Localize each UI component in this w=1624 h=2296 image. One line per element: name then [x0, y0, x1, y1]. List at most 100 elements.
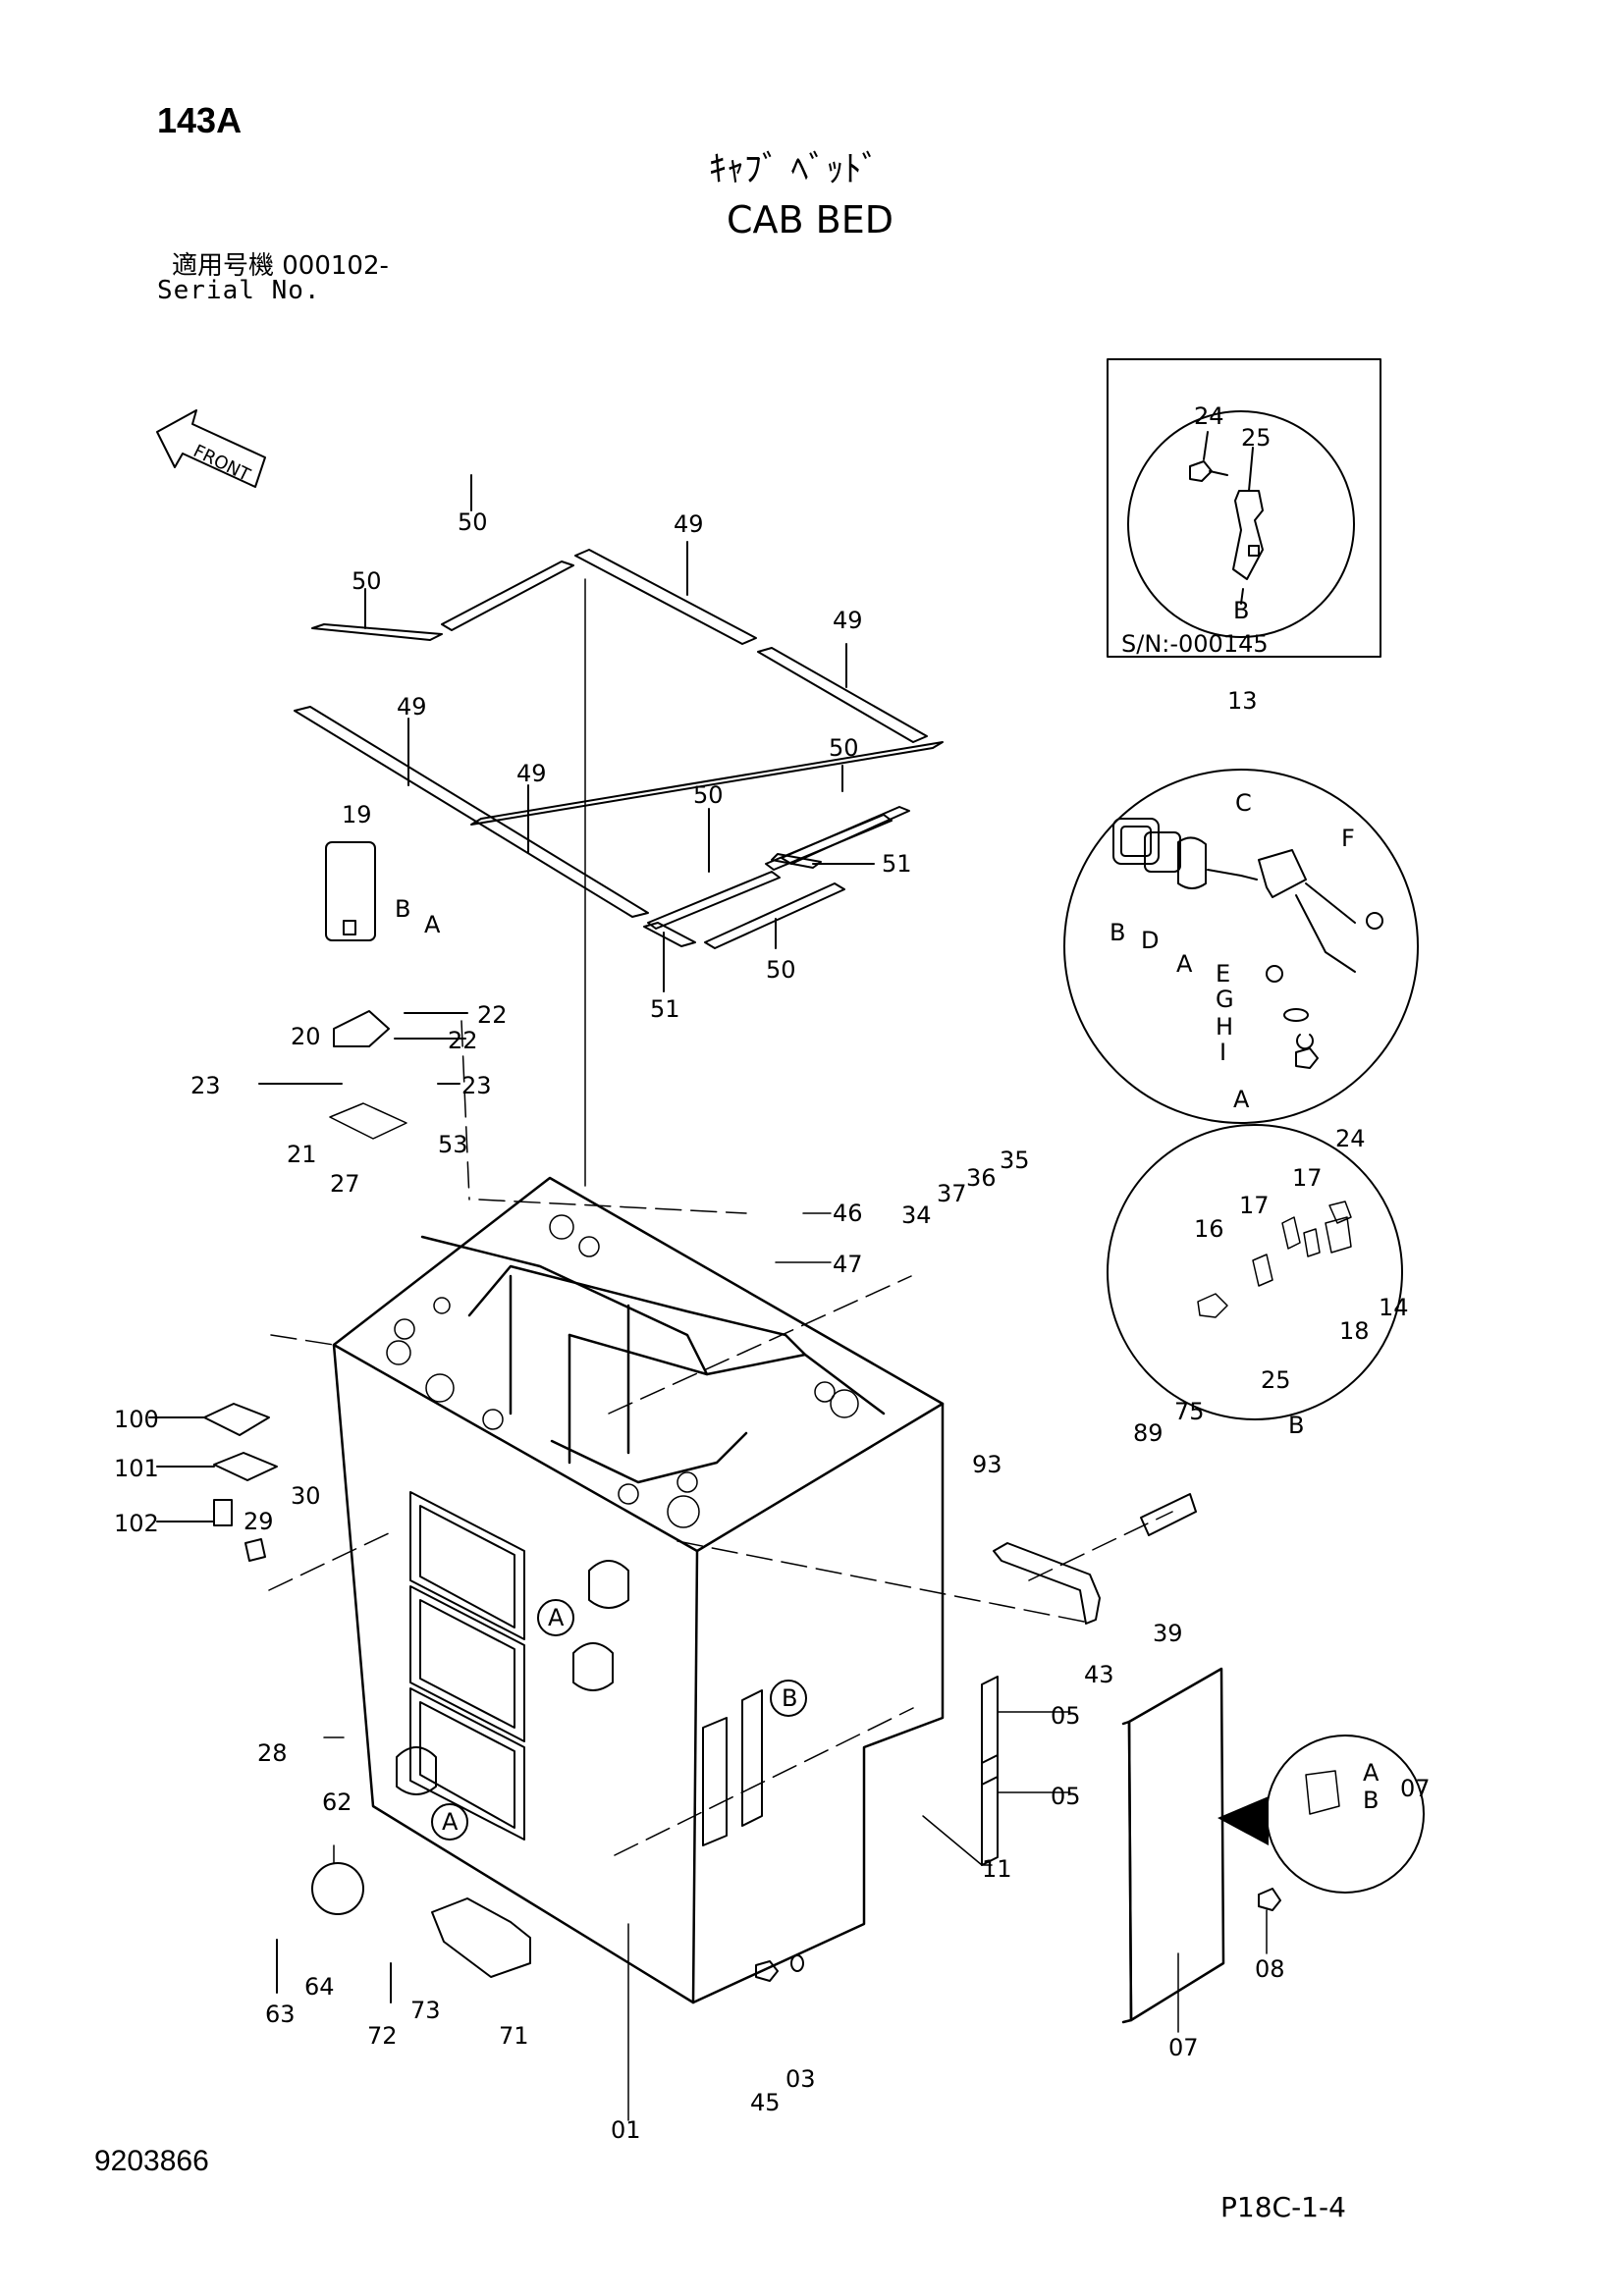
callout-64: 64 [304, 1973, 335, 2001]
cap-a-1-icon [588, 1560, 629, 1609]
callout-100: 100 [114, 1406, 159, 1433]
callout-25: 25 [1261, 1366, 1291, 1394]
callout-17: 17 [1239, 1192, 1270, 1219]
callout-A: A [424, 911, 441, 938]
callout-11: 11 [982, 1855, 1012, 1883]
callout-25: 25 [1241, 424, 1272, 452]
callout-27: 27 [330, 1170, 360, 1198]
detail-circle-13 [1063, 769, 1419, 1124]
serial-label-japanese: 適用号機 000102- [172, 251, 389, 281]
callout-05: 05 [1051, 1783, 1081, 1810]
callout-51: 51 [882, 850, 912, 878]
callout-14: 14 [1379, 1294, 1409, 1321]
callout-45: 45 [750, 2089, 781, 2116]
title-english: CAB BED [727, 198, 894, 241]
ref-A: A [548, 1604, 565, 1631]
callout-22: 22 [448, 1027, 478, 1054]
callout-73: 73 [410, 1997, 441, 2024]
callout-47: 47 [833, 1251, 863, 1278]
cover-62 [311, 1862, 364, 1915]
callout-16: 16 [1194, 1215, 1224, 1243]
callout-23: 23 [461, 1072, 492, 1099]
callout-B: B [1363, 1787, 1379, 1814]
bracket-19 [325, 841, 376, 941]
ref-A: A [442, 1808, 459, 1836]
cap-a-3-icon [396, 1746, 437, 1795]
callout-43: 43 [1084, 1661, 1114, 1688]
callout-05: 05 [1051, 1702, 1081, 1730]
callout-F: F [1341, 825, 1355, 852]
callout-A: A [1363, 1759, 1380, 1787]
callout-01: 01 [611, 2116, 641, 2144]
ref-B: B [782, 1684, 797, 1712]
callout-28: 28 [257, 1739, 288, 1767]
callout-20: 20 [291, 1023, 321, 1050]
callout-71: 71 [499, 2022, 529, 2050]
callout-07: 07 [1400, 1775, 1431, 1802]
callout-50: 50 [352, 567, 382, 595]
document-number: 9203866 [94, 2145, 209, 2177]
callout-13: 13 [1227, 687, 1258, 715]
callout-24: 24 [1194, 402, 1224, 430]
front-arrow-icon [156, 409, 266, 488]
callout-22: 22 [477, 1001, 508, 1029]
title-japanese: ｷｬﾌﾞ ﾍﾞｯﾄﾞ [709, 149, 880, 189]
callout-75: 75 [1174, 1398, 1205, 1425]
callout-49: 49 [674, 510, 704, 538]
callout-03: 03 [785, 2065, 816, 2093]
detail-circle-b [1107, 1124, 1403, 1420]
callout-62: 62 [322, 1789, 352, 1816]
callout-49: 49 [833, 607, 863, 634]
seal-strips [294, 549, 944, 949]
detail-serial-note: S/N:-000145 [1121, 630, 1269, 658]
callout-D: D [1141, 927, 1159, 954]
callout-G: G [1216, 986, 1234, 1013]
callout-07: 07 [1168, 2034, 1199, 2061]
callout-50: 50 [766, 956, 796, 984]
callout-37: 37 [937, 1180, 967, 1207]
cab-bed-body [332, 1176, 945, 2004]
callout-E: E [1216, 960, 1230, 988]
serial-label-english: Serial No. [157, 276, 321, 305]
callout-63: 63 [265, 2001, 296, 2028]
mount-100 [203, 1403, 270, 1436]
callout-101: 101 [114, 1455, 159, 1482]
cap-a-2-icon [572, 1642, 614, 1691]
page-reference: P18C-1-4 [1220, 2191, 1346, 2223]
callout-18: 18 [1339, 1317, 1370, 1345]
callout-19: 19 [342, 801, 372, 828]
callout-35: 35 [1000, 1147, 1030, 1174]
callout-B: B [1110, 919, 1125, 946]
page-number: 143A [157, 100, 243, 140]
callout-39: 39 [1153, 1620, 1183, 1647]
callout-B: B [1233, 597, 1249, 624]
callout-23: 23 [190, 1072, 221, 1099]
callout-C: C [1235, 789, 1252, 817]
top-holes [386, 1214, 859, 1528]
callout-17: 17 [1292, 1164, 1323, 1192]
callout-50: 50 [458, 508, 488, 536]
callout-21: 21 [287, 1141, 317, 1168]
callout-A: A [1176, 950, 1193, 978]
side-plates-05 [702, 1676, 999, 1866]
callout-89: 89 [1133, 1419, 1164, 1447]
bracket-25-icon [1232, 490, 1264, 580]
callout-B: B [395, 895, 410, 923]
callout-72: 72 [367, 2022, 398, 2050]
callout-08: 08 [1255, 1955, 1285, 1983]
callout-102: 102 [114, 1510, 159, 1537]
callout-46: 46 [833, 1200, 863, 1227]
callout-49: 49 [397, 693, 427, 721]
callout-29: 29 [244, 1508, 274, 1535]
callout-50: 50 [693, 781, 724, 809]
callout-93: 93 [972, 1451, 1002, 1478]
detail-box [1107, 358, 1381, 658]
detail-circle-07 [1266, 1735, 1425, 1894]
detail-circle-b-small [1127, 410, 1355, 638]
callout-A: A [1233, 1086, 1250, 1113]
vent-openings [409, 1491, 525, 1841]
callout-H: H [1216, 1013, 1233, 1041]
callout-50: 50 [829, 734, 859, 762]
bracket-43 [993, 1542, 1101, 1625]
